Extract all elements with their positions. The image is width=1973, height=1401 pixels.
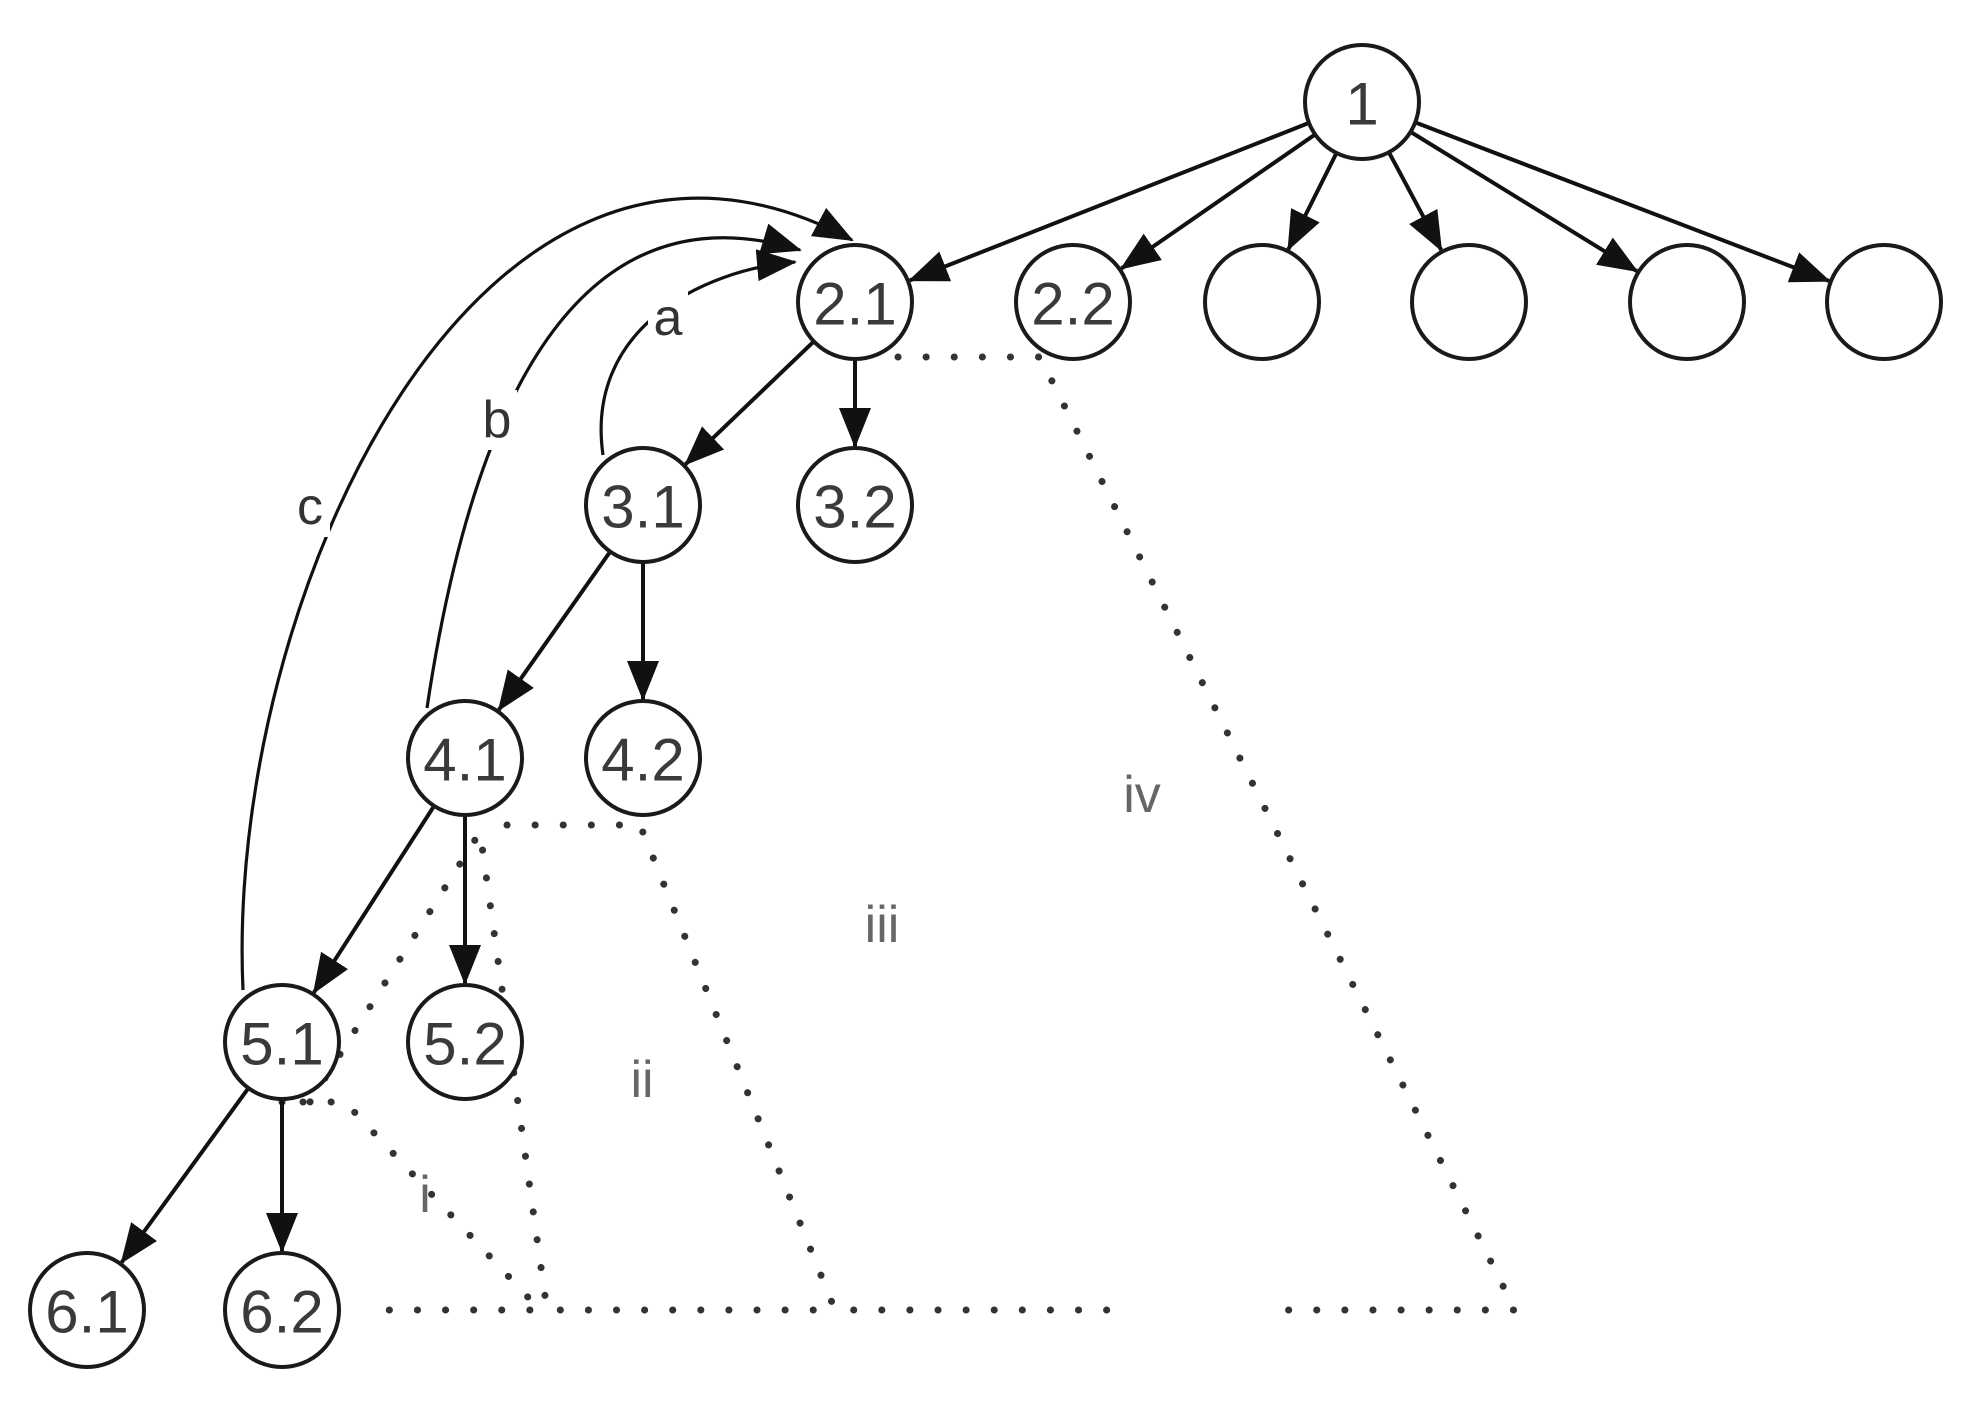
edge-n1-n21 [908,121,1310,283]
node-circle [796,243,914,361]
node-circle [1303,43,1421,161]
node-label: 4.2 [601,727,684,794]
node-n42: 4.2 [584,699,702,817]
arc-label-c: c [297,478,323,536]
node-label: 5.2 [423,1011,506,1078]
node-label: 6.1 [45,1279,128,1346]
region-outline-iii [503,821,1124,1314]
region-label-ii: ii [630,1051,653,1109]
node-circle [1014,243,1132,361]
node-circle [406,983,524,1101]
node-label: 1 [1345,71,1378,138]
node-circle [223,1251,341,1369]
edge-n1-n22 [1119,132,1317,271]
node-n1: 1 [1303,43,1421,161]
arc-label-backdrop-c [290,477,330,537]
node-n32: 3.2 [796,446,914,564]
edge-n1-n25 [1409,130,1639,273]
node-n25 [1628,243,1746,361]
node-circle [1628,243,1746,361]
node-circle [28,1251,146,1369]
node-circle [406,699,524,817]
node-circle [1410,243,1528,361]
node-n62: 6.2 [223,1251,341,1369]
node-label: 5.1 [240,1011,323,1078]
back-arc-a [599,249,797,456]
back-arc-c [240,196,854,991]
node-circle [223,983,341,1101]
node-label: 4.1 [423,727,506,794]
node-n41: 4.1 [406,699,524,817]
node-n24 [1410,243,1528,361]
region-outline-ii [278,822,841,1314]
edge-n1-n26 [1414,120,1831,283]
edge-n41-n51 [312,804,436,995]
node-n52: 5.2 [406,983,524,1101]
arc-label-b: b [483,391,512,449]
node-circle [796,446,914,564]
node-circle [1203,243,1321,361]
node-circle [1825,243,1943,361]
edge-n51-n61 [120,1086,251,1264]
arc-label-backdrop-a [648,288,688,348]
edge-n1-n24 [1387,151,1443,252]
node-n22: 2.2 [1014,243,1132,361]
node-n31: 3.1 [584,446,702,564]
node-circle [584,446,702,564]
region-outline-iv [894,353,1521,1314]
node-n61: 6.1 [28,1251,146,1369]
region-label-i: i [419,1166,431,1224]
edge-n1-n23 [1286,152,1339,252]
node-label: 3.2 [813,474,896,541]
node-n51: 5.1 [223,983,341,1101]
node-label: 2.2 [1031,271,1114,338]
node-label: 2.1 [813,271,896,338]
node-label: 6.2 [240,1279,323,1346]
edge-n31-n41 [497,550,612,712]
edge-n21-n31 [684,339,816,466]
node-circle [584,699,702,817]
region-label-iv: iv [1123,766,1161,824]
node-label: 3.1 [601,474,684,541]
node-n26 [1825,243,1943,361]
region-label-iii: iii [865,896,900,954]
back-arc-b [425,223,802,709]
arc-label-a: a [654,289,683,347]
node-n21: 2.1 [796,243,914,361]
node-n23 [1203,243,1321,361]
arc-label-backdrop-b [477,390,517,450]
